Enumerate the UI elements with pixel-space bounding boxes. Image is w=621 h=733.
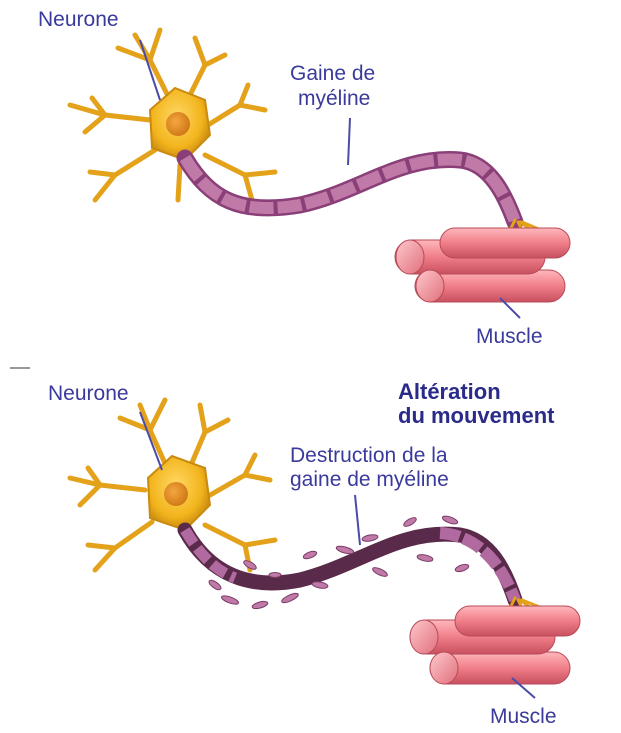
top-myelin-label-line2: myéline (298, 87, 370, 110)
bottom-muscle (410, 606, 580, 684)
top-neurone-label: Neurone (38, 8, 119, 31)
alteration-label-line1: Altération (398, 380, 501, 404)
alteration-label-line2: du mouvement (398, 404, 554, 428)
destruction-label-line1: Destruction de la (290, 444, 448, 467)
top-myelin-label-line1: Gaine de (290, 62, 375, 85)
bottom-muscle-label: Muscle (490, 705, 557, 728)
top-muscle-label: Muscle (476, 325, 543, 348)
destruction-label-line2: gaine de myéline (290, 468, 449, 491)
bottom-neuron-nucleus (164, 482, 188, 506)
top-neuron-nucleus (166, 112, 190, 136)
bottom-neurone-label: Neurone (48, 382, 129, 405)
top-muscle (395, 228, 570, 302)
